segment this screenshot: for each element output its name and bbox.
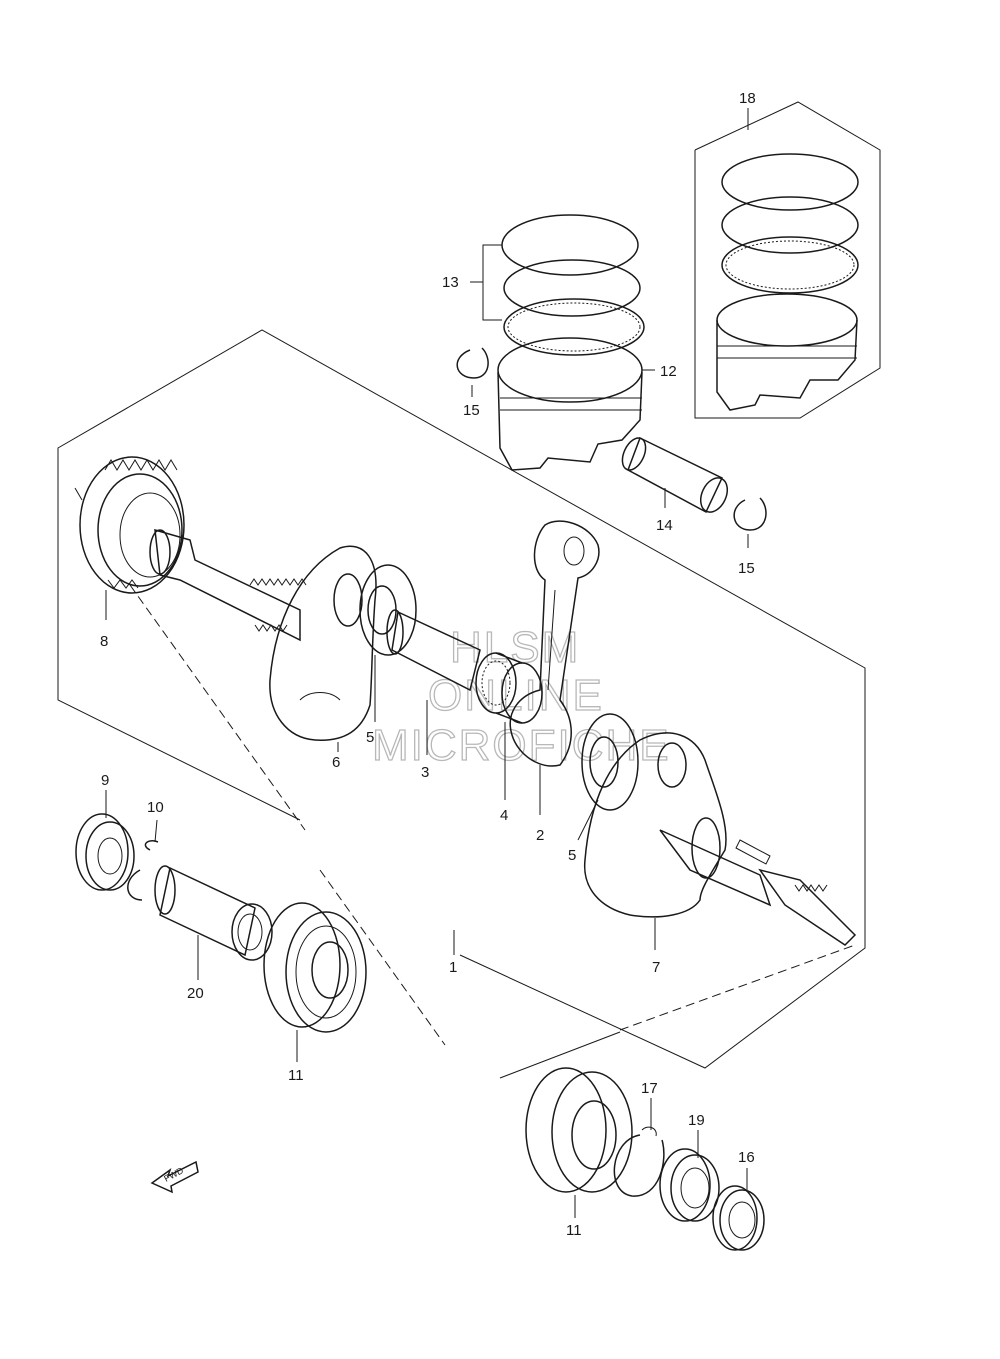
circlip-part-17 (613, 1098, 665, 1197)
piston-circlip-part-15a (456, 347, 489, 397)
crank-pin-part-3 (386, 609, 481, 755)
callout-19: 19 (688, 1112, 705, 1129)
piston-set-frame (694, 101, 881, 419)
callout-10: 10 (147, 799, 164, 816)
callout-20: 20 (187, 985, 204, 1002)
callout-12: 12 (660, 363, 677, 380)
callout-labels: 1 2 3 4 5 5 6 7 8 9 10 11 11 12 13 14 15… (100, 90, 756, 1239)
callout-3: 3 (421, 764, 429, 781)
callout-11b: 11 (566, 1222, 582, 1239)
connecting-rod-part-2 (509, 520, 600, 815)
callout-13: 13 (442, 274, 459, 291)
piston-circlip-part-15b (733, 497, 767, 548)
callout-4: 4 (500, 807, 508, 824)
crankshaft-right-part-7 (583, 732, 857, 950)
callout-15a: 15 (463, 402, 480, 419)
bearing-part-11a (263, 902, 367, 1062)
spacer-part-20 (154, 865, 273, 980)
callout-5b: 5 (568, 847, 576, 864)
callout-1: 1 (449, 959, 457, 976)
callout-5a: 5 (366, 729, 374, 746)
piston-pin-part-14 (621, 436, 729, 514)
bearing-part-9 (75, 790, 135, 891)
piston-part-12 (497, 337, 655, 471)
circlip-part-10 (127, 819, 159, 901)
needle-bearing-part-4 (475, 652, 543, 800)
watermark: HLSM ONLINE MICROFICHE (371, 622, 671, 770)
callout-16: 16 (738, 1149, 755, 1166)
forward-direction-arrow: FWD (150, 1160, 199, 1194)
callout-7: 7 (652, 959, 660, 976)
callout-6: 6 (332, 754, 340, 771)
callout-11a: 11 (288, 1067, 304, 1084)
bearing-part-11b (525, 1067, 633, 1218)
watermark-line-1: HLSM (450, 623, 580, 672)
drive-gear-part-8 (74, 456, 185, 620)
piston-rings-part-13 (470, 214, 645, 356)
watermark-line-3: MICROFICHE (372, 721, 671, 770)
callout-8: 8 (100, 633, 108, 650)
callout-9: 9 (101, 772, 109, 789)
callout-15b: 15 (738, 560, 755, 577)
bearing-part-19 (659, 1130, 720, 1222)
callout-2: 2 (536, 827, 544, 844)
callout-18: 18 (739, 90, 756, 107)
piston-set-part-18 (716, 153, 859, 411)
callout-14: 14 (656, 517, 673, 534)
crankshaft-left-part-6 (149, 528, 377, 752)
oil-seal-part-16 (712, 1168, 765, 1251)
callout-17: 17 (641, 1080, 658, 1097)
crankshaft-assembly-frame (57, 329, 866, 1079)
